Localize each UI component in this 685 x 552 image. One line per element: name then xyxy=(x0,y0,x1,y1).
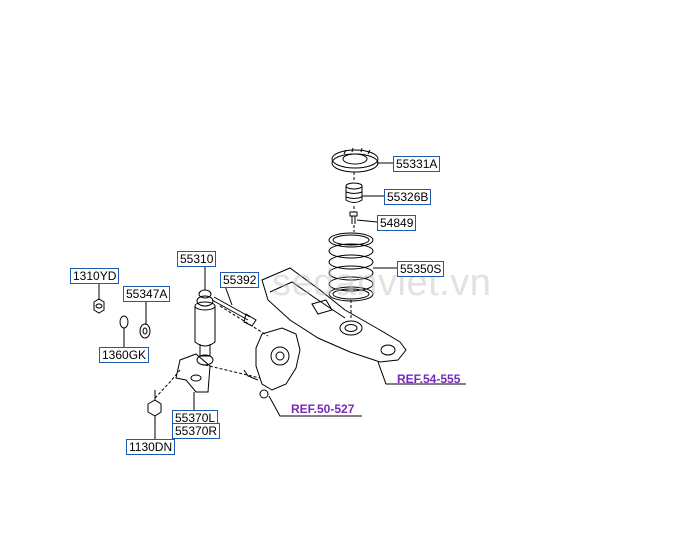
part-label-1360gk[interactable]: 1360GK xyxy=(99,347,150,363)
part-label-54849[interactable]: 54849 xyxy=(377,215,417,231)
lower-arm-drawing xyxy=(261,267,407,363)
part-label-1130dn[interactable]: 1130DN xyxy=(126,439,176,455)
knuckle-drawing xyxy=(243,327,301,399)
part-label-1310yd[interactable]: 1310YD xyxy=(70,268,120,284)
coil-spring-drawing xyxy=(328,232,374,302)
ref-label-54-555[interactable]: REF.54-555 xyxy=(397,372,461,386)
part-label-55350s[interactable]: 55350S xyxy=(397,261,445,277)
bracket-drawing xyxy=(175,353,211,393)
part-label-55370r[interactable]: 55370R xyxy=(172,423,221,439)
shock-absorber-drawing xyxy=(194,256,216,366)
bolt-1130dn-drawing xyxy=(147,390,162,417)
nut-drawing xyxy=(93,298,105,314)
ref-label-50-527[interactable]: REF.50-527 xyxy=(291,402,355,416)
bolt-55392-drawing xyxy=(211,296,257,327)
part-label-55331a[interactable]: 55331A xyxy=(393,156,441,172)
part-label-55392[interactable]: 55392 xyxy=(220,272,260,288)
bolt-54849-drawing xyxy=(349,211,358,224)
part-label-55326b[interactable]: 55326B xyxy=(384,189,432,205)
part-label-55370l[interactable]: 55370L xyxy=(172,410,219,426)
assembly-lines xyxy=(154,172,355,399)
bump-stopper-drawing xyxy=(345,182,363,203)
spring-seat-drawing xyxy=(331,147,379,173)
part-label-55347a[interactable]: 55347A xyxy=(123,286,171,302)
part-label-55310[interactable]: 55310 xyxy=(177,251,217,267)
